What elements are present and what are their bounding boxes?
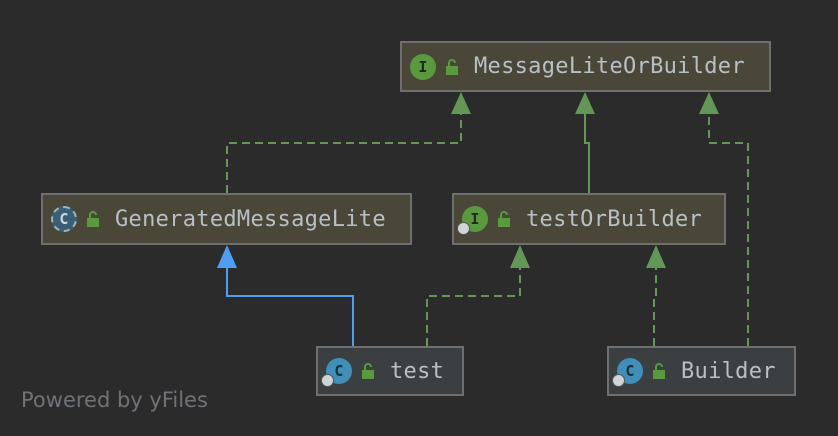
- unlocked-icon: [498, 211, 510, 227]
- node-label: GeneratedMessageLite: [115, 206, 386, 232]
- edge-builder-implements-testorbuilder: [653, 268, 657, 346]
- abstract-class-icon: C: [51, 206, 77, 232]
- node-label: testOrBuilder: [526, 206, 703, 232]
- proto-badge-icon: [457, 222, 470, 235]
- edge-test-implements: [426, 268, 521, 346]
- node-generatedmessagelite[interactable]: C GeneratedMessageLite: [41, 193, 412, 245]
- interface-icon: I: [457, 206, 488, 235]
- unlocked-icon: [362, 363, 374, 379]
- arrowhead-implements: [699, 92, 719, 114]
- node-label: test: [390, 358, 445, 384]
- interface-icon: I: [410, 53, 436, 80]
- node-testorbuilder[interactable]: I testOrBuilder: [452, 193, 726, 245]
- class-icon: C: [321, 358, 352, 387]
- arrowhead-extends-interface: [575, 92, 595, 114]
- unlocked-icon: [653, 363, 665, 379]
- arrowhead-implements: [510, 245, 530, 268]
- edge-test-extends: [226, 268, 354, 346]
- node-label: MessageLiteOrBuilder: [474, 54, 745, 79]
- powered-by-label: Powered by yFiles: [21, 388, 208, 412]
- class-letter: C: [334, 362, 344, 380]
- edge-builder-implements-messageliteorbuilder: [708, 114, 749, 346]
- unlocked-icon: [446, 58, 458, 75]
- class-letter: C: [625, 362, 635, 380]
- arrowhead-extends-class: [217, 245, 237, 268]
- arrowhead-implements: [646, 245, 666, 268]
- proto-badge-icon: [321, 374, 334, 387]
- node-builder[interactable]: C Builder: [607, 346, 796, 396]
- node-label: Builder: [681, 358, 776, 384]
- unlocked-icon: [87, 211, 99, 227]
- arrowhead-implements: [451, 92, 471, 114]
- interface-letter: I: [470, 210, 480, 228]
- proto-badge-icon: [612, 374, 625, 387]
- node-test[interactable]: C test: [316, 346, 464, 396]
- node-messageliteorbuilder[interactable]: I MessageLiteOrBuilder: [400, 41, 771, 92]
- edge-generatedmessagelite-implements: [226, 114, 462, 193]
- class-icon: C: [612, 358, 643, 387]
- edge-testorbuilder-extends: [584, 114, 590, 193]
